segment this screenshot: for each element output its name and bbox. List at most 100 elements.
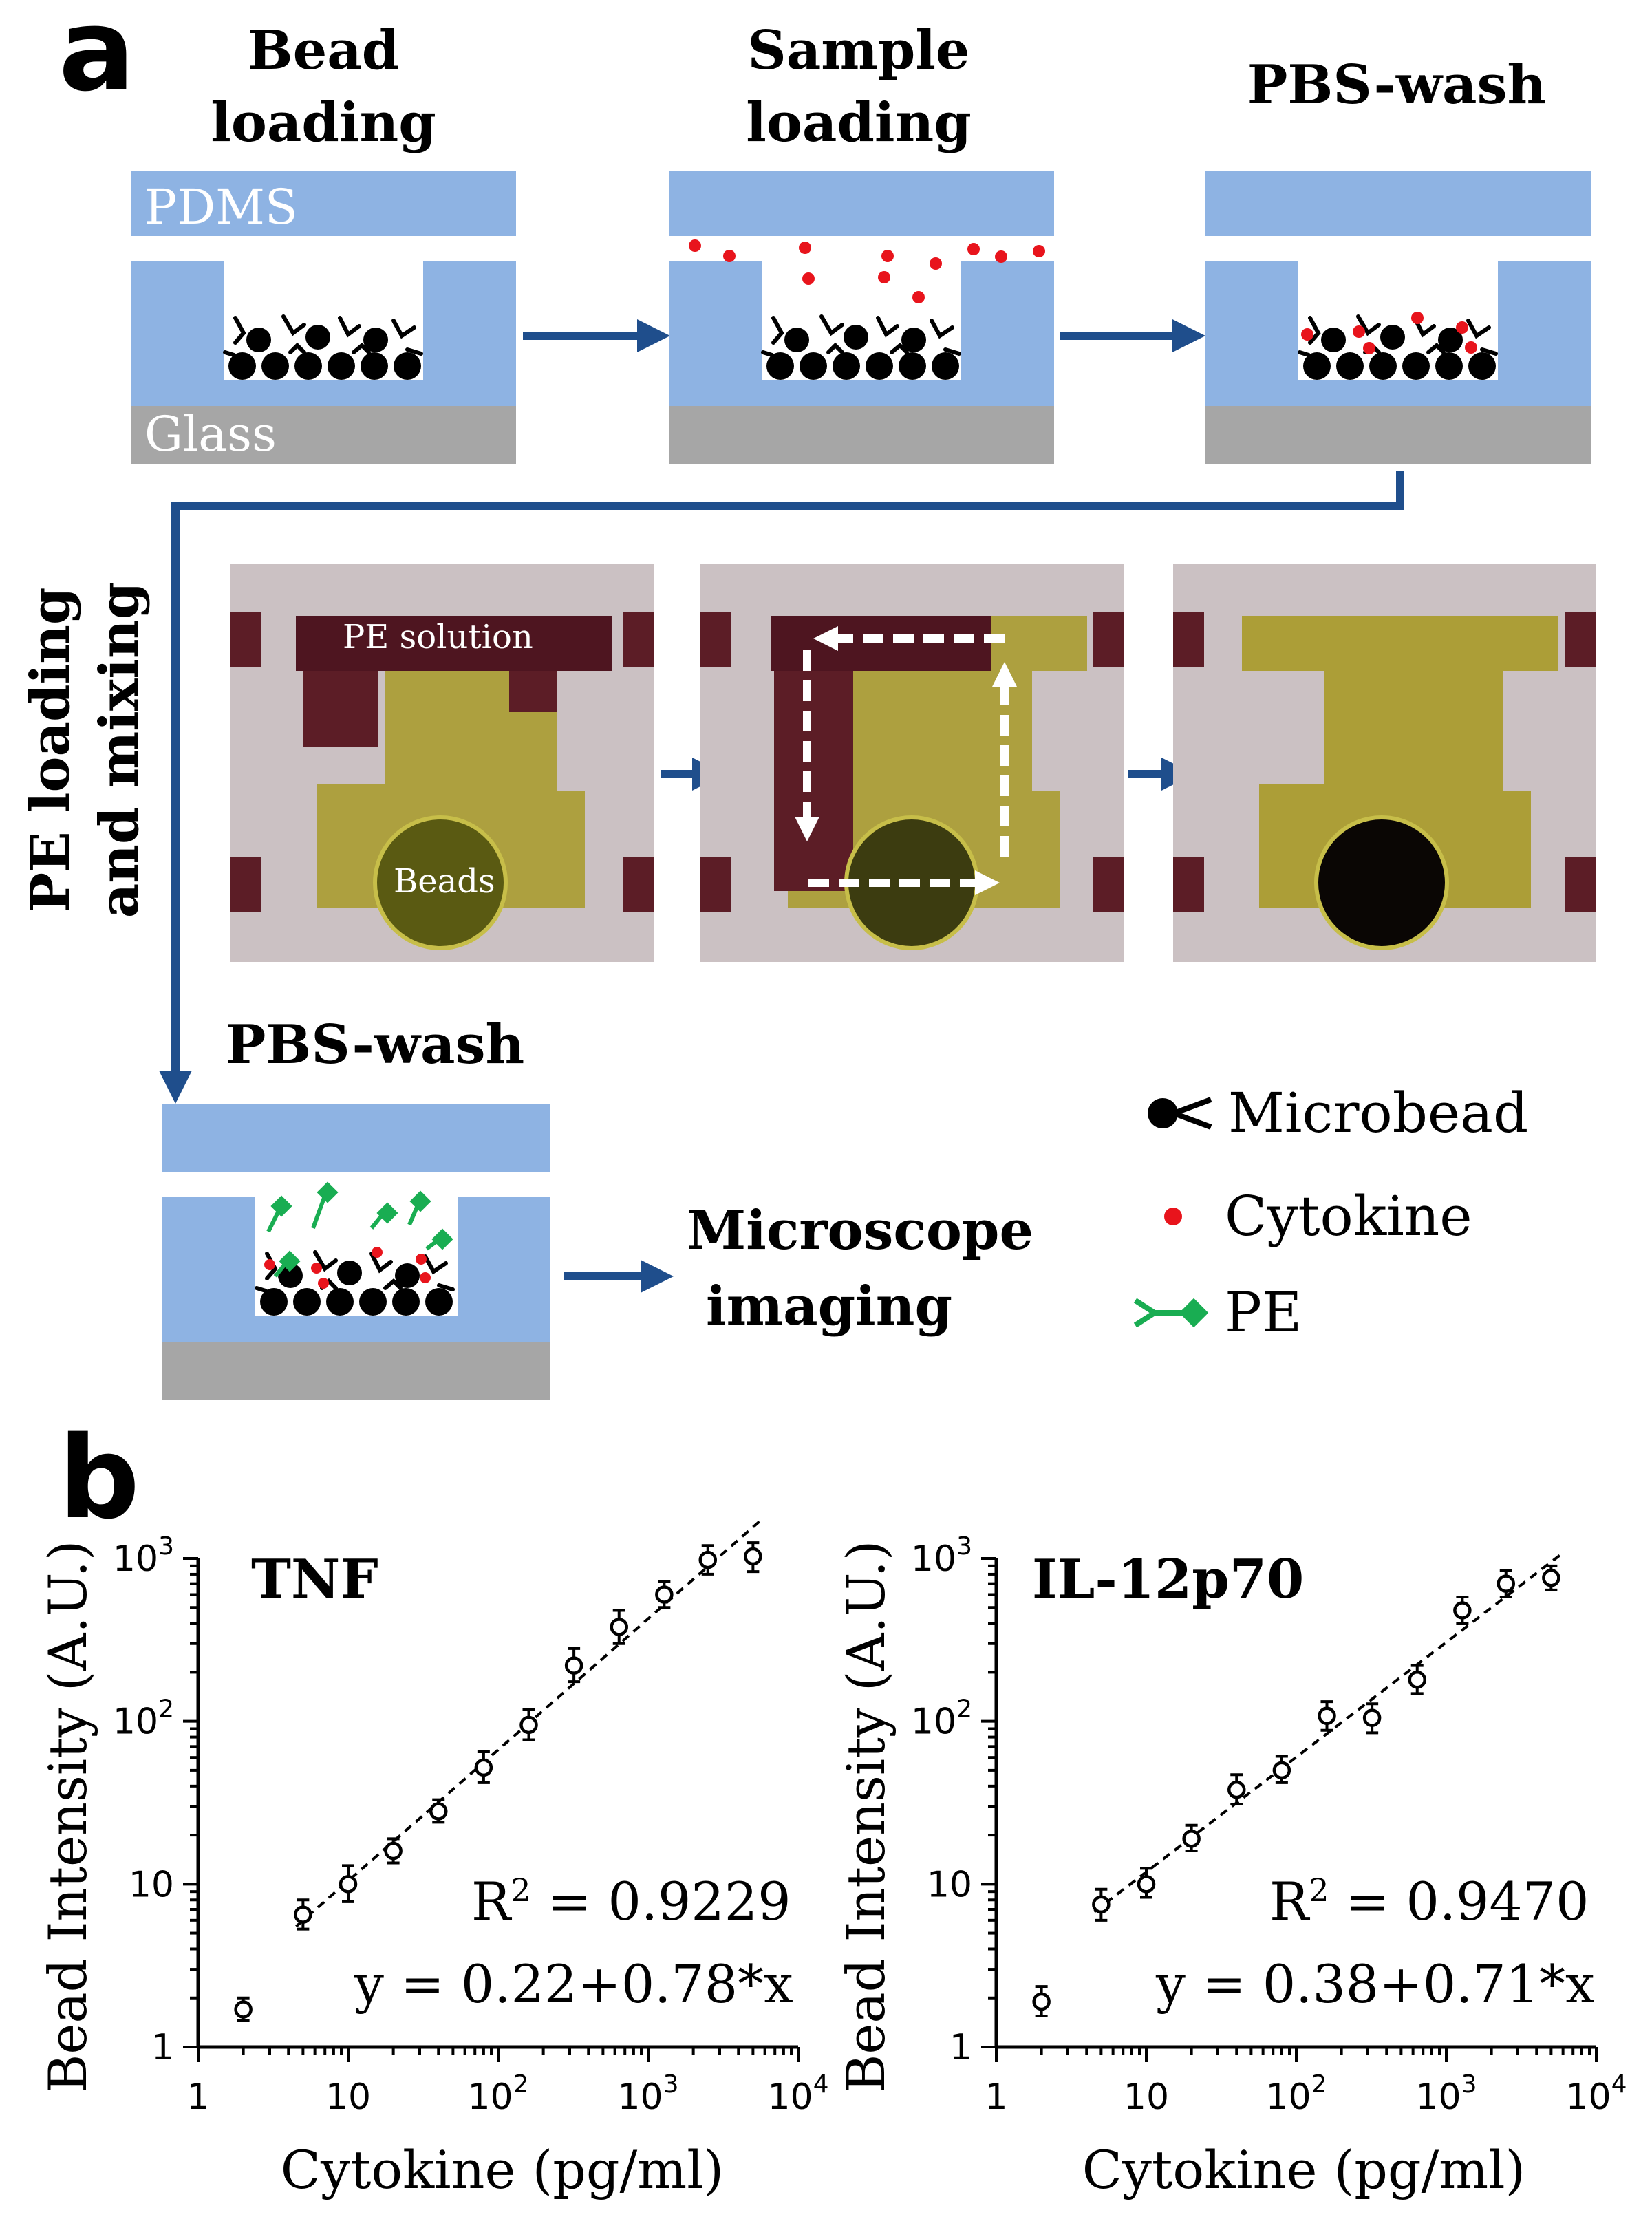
step4-title: PBS-wash [226,1014,524,1076]
r2-symbol: R [471,1871,513,1932]
device-pbs-wash-1 [1205,171,1591,464]
y-tick-label: 1 [151,2027,174,2068]
r2-symbol: R [1269,1871,1311,1932]
data-point [564,1656,583,1675]
cytokine-dots [689,239,1045,303]
data-point [1362,1708,1382,1727]
data-point [610,1618,628,1636]
step2-title-line1: Sample [747,19,969,82]
x-tick-label: 1 [186,2077,209,2118]
data-point [1182,1830,1201,1848]
legend-pe-label: PE [1225,1280,1302,1344]
chart-il-12p70: IL-12p70 Cytokine (pg/ml) Bead Intensity… [835,1532,1627,2200]
photo-3 [1173,564,1596,962]
data-point [384,1841,403,1861]
data-point [429,1802,448,1821]
r2-superscript: 2 [1309,1872,1329,1909]
pdms-chamber-floor [131,380,516,406]
tick-exponent: 2 [956,1695,972,1724]
legend-pe-icon [1133,1298,1209,1328]
data-point [339,1875,358,1894]
chart-tnf: TNF Cytokine (pg/ml) Bead Intensity (A.U… [37,1518,829,2200]
x-axis-label: Cytokine (pg/ml) [1082,2139,1525,2200]
legend: Microbead Cytokine PE [1133,1081,1528,1344]
x-tick-label: 1 [985,2077,1007,2118]
device-pbs-wash-2 [162,1104,550,1400]
fit-line [1093,1554,1561,1913]
tick-exponent: 2 [513,2070,529,2099]
x-tick-label: 10 [1124,2077,1169,2118]
r-squared-annotation: R2 = 0.9470 [1269,1871,1589,1932]
r2-value: = 0.9470 [1329,1871,1589,1932]
r-squared-annotation: R2 = 0.9229 [471,1871,791,1932]
data-point [1137,1875,1156,1894]
data-point [698,1550,718,1569]
step5-title-line2: imaging [706,1275,952,1338]
r2-superscript: 2 [511,1872,530,1909]
fit-equation: y = 0.38+0.71*x [1155,1953,1595,2015]
data-point [519,1715,538,1735]
step1-title-line2: loading [211,92,436,154]
r2-value: = 0.9229 [531,1871,791,1932]
photo-beads-label: Beads [394,862,495,901]
data-point [474,1758,493,1777]
side-label-line2: and mixing [88,582,151,919]
photo-pe-solution-label: PE solution [343,618,533,656]
chart-title: IL-12p70 [1032,1548,1304,1611]
legend-cytokine-icon [1164,1208,1182,1225]
tick-exponent: 3 [956,1532,972,1561]
y-tick-label: 10 [927,1864,972,1905]
x-tick-label: 104 [1565,2070,1627,2118]
pdms-top-layer [131,171,516,236]
y-tick-label: 103 [113,1532,174,1580]
tick-exponent: 3 [663,2070,679,2099]
pdms-label: PDMS [144,179,298,235]
tick-exponent: 4 [813,2070,829,2099]
data-point [234,2000,253,2019]
data-point [1092,1895,1111,1914]
y-tick-label: 1 [950,2027,972,2068]
step5-title-line1: Microscope [687,1199,1033,1262]
photo-1: PE solution Beads [230,564,654,962]
x-tick-label: 102 [467,2070,528,2118]
y-tick-label: 102 [911,1695,972,1743]
chart-title: TNF [251,1548,378,1611]
side-label-line1: PE loading [19,588,82,913]
step3-title: PBS-wash [1247,54,1546,116]
y-axis-label: Bead Intensity (A.U.) [37,1541,98,2093]
tick-exponent: 2 [1311,2070,1327,2099]
y-tick-label: 102 [113,1695,174,1743]
x-tick-label: 102 [1265,2070,1327,2118]
data-point [1542,1568,1560,1587]
data-point [1227,1780,1246,1799]
x-tick-label: 103 [1415,2070,1477,2118]
device-sample-loading [669,171,1054,464]
data-point [1497,1574,1516,1593]
step1-title-line1: Bead [248,19,400,82]
glass-label: Glass [144,406,277,462]
panel-label-b: b [58,1412,140,1544]
legend-microbead-icon [1148,1097,1212,1130]
step2-title-line2: loading [746,92,972,154]
data-point [1318,1706,1336,1726]
data-point [294,1905,312,1924]
tick-exponent: 3 [1461,2070,1477,2099]
bead-cluster [225,317,421,380]
data-point [1453,1601,1472,1620]
x-axis-label: Cytokine (pg/ml) [281,2139,724,2200]
tick-exponent: 3 [158,1532,174,1561]
x-tick-label: 10 [325,2077,371,2118]
y-tick-label: 10 [129,1864,174,1905]
data-point [1408,1671,1426,1689]
x-tick-label: 103 [617,2070,678,2118]
data-point [1272,1761,1291,1780]
panel-label-a: a [58,0,135,116]
connector-arrow [159,471,1404,1104]
y-axis-label: Bead Intensity (A.U.) [835,1541,897,2093]
y-tick-label: 103 [911,1532,972,1580]
fit-equation: y = 0.22+0.78*x [354,1953,793,2015]
device-bead-loading: PDMS Glass [131,171,516,464]
tick-exponent: 2 [158,1695,174,1724]
tick-exponent: 4 [1611,2070,1627,2099]
